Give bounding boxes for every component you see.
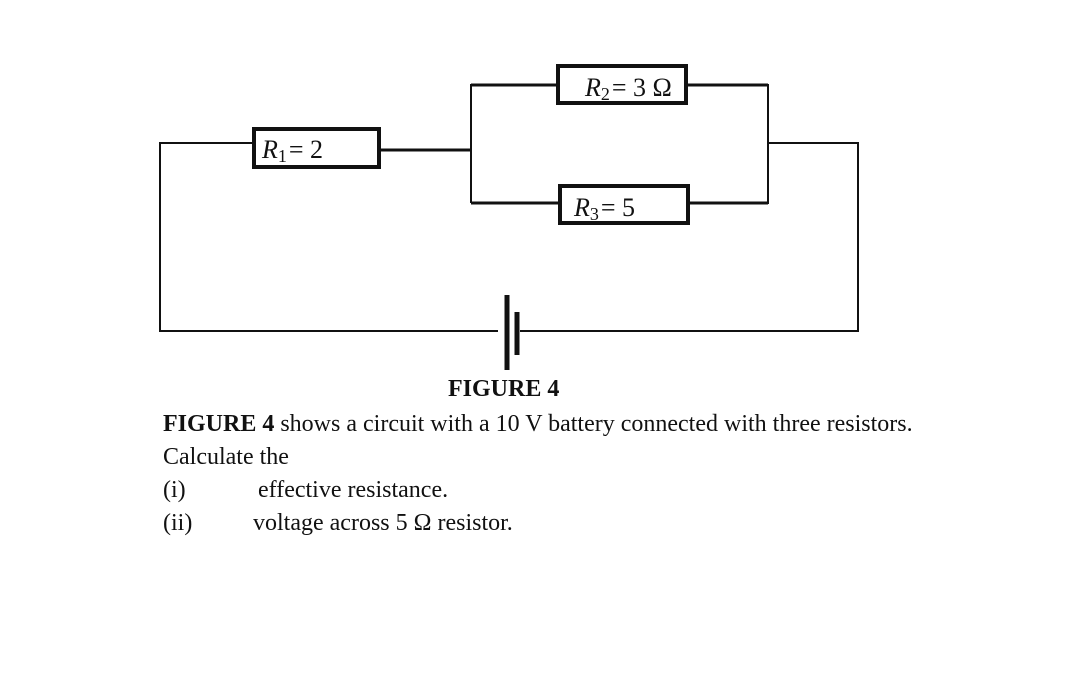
right-wire xyxy=(520,142,859,332)
question-text: effective resistance. xyxy=(258,477,449,503)
battery-symbol xyxy=(504,295,520,370)
question-text: FIGURE 4 shows a circuit with a 10 V bat… xyxy=(163,408,913,540)
r1-label: R1= 2 xyxy=(261,135,323,166)
circuit-diagram: R1= 2 R2= 3 Ω R3= 5 xyxy=(159,64,859,370)
calculate-line: Calculate the xyxy=(163,444,289,470)
r2-label: R2= 3 Ω xyxy=(584,73,672,104)
question-number: (ii) xyxy=(163,510,193,536)
description-text: shows a circuit with a 10 V battery conn… xyxy=(274,411,913,437)
left-wire xyxy=(159,142,498,332)
resistor-r3: R3= 5 xyxy=(558,184,690,225)
question-item: (i) effective resistance. xyxy=(163,474,913,507)
description-line: FIGURE 4 shows a circuit with a 10 V bat… xyxy=(163,408,913,441)
figure-title: FIGURE 4 xyxy=(448,376,560,402)
question-text: voltage across 5 Ω resistor. xyxy=(253,510,513,536)
question-item: (ii) voltage across 5 Ω resistor. xyxy=(163,507,913,540)
resistor-r2: R2= 3 Ω xyxy=(556,64,688,105)
question-number: (i) xyxy=(163,477,186,503)
resistor-r1: R1= 2 xyxy=(252,127,381,169)
figure-ref: FIGURE 4 xyxy=(163,411,275,437)
r3-label: R3= 5 xyxy=(573,193,635,224)
